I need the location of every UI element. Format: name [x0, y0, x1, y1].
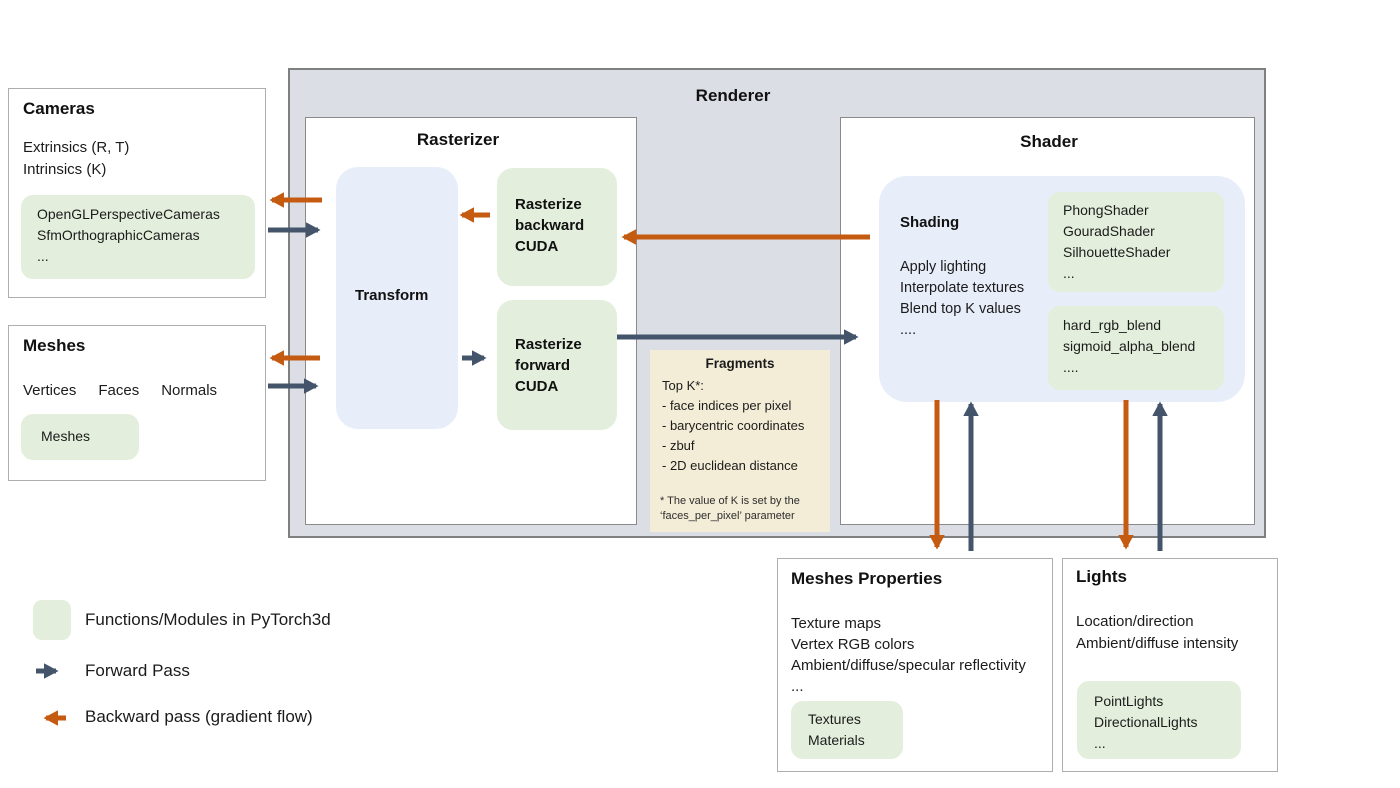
- lights-module-line: DirectionalLights: [1094, 714, 1198, 730]
- lights-line: Location/direction: [1076, 613, 1194, 630]
- meshes-title: Meshes: [23, 336, 86, 355]
- meshes-attr: Faces: [98, 382, 140, 399]
- transform-module: Transform: [336, 167, 458, 429]
- shading-line: Interpolate textures: [900, 280, 1025, 296]
- legend-forward-label: Forward Pass: [85, 661, 190, 680]
- cameras-title: Cameras: [23, 99, 95, 118]
- rasterize-forward-module: Rasterize forward CUDA: [497, 300, 617, 430]
- legend-module-swatch: [33, 600, 71, 640]
- shading-line: Blend top K values: [900, 301, 1021, 317]
- shaders-module-line: ...: [1063, 265, 1075, 281]
- lights-module-line: PointLights: [1094, 693, 1164, 709]
- meshes-properties-module-line: Materials: [808, 732, 865, 748]
- meshes-panel: Meshes Vertices Faces Normals Meshes: [8, 325, 266, 481]
- meshes-properties-line: Vertex RGB colors: [791, 636, 915, 653]
- renderer-title: Renderer: [695, 86, 771, 105]
- lights-title: Lights: [1076, 567, 1127, 586]
- cameras-module-line: ...: [37, 248, 49, 264]
- fragments-line: - 2D euclidean distance: [662, 458, 798, 473]
- shaders-module-line: GouradShader: [1063, 223, 1155, 239]
- fragments-line: Top K*:: [662, 378, 704, 393]
- rasterizer-panel: Rasterizer Transform Rasterize backward …: [305, 117, 637, 525]
- fragments-note: Fragments Top K*: - face indices per pix…: [650, 350, 830, 532]
- lights-line: Ambient/diffuse intensity: [1076, 635, 1239, 652]
- meshes-properties-line: Ambient/diffuse/specular reflectivity: [791, 657, 1026, 674]
- cameras-module-line: OpenGLPerspectiveCameras: [37, 206, 220, 222]
- cameras-module-line: SfmOrthographicCameras: [37, 227, 200, 243]
- rasterizer-title: Rasterizer: [416, 130, 500, 149]
- blend-module-line: ....: [1063, 359, 1079, 375]
- shader-title: Shader: [1020, 132, 1078, 151]
- meshes-properties-line: Texture maps: [791, 615, 882, 632]
- shading-panel: Shading Apply lighting Interpolate textu…: [879, 176, 1245, 402]
- renderer-panel: Renderer Rasterizer Transform Rasterize …: [288, 68, 1266, 538]
- meshes-module-line: Meshes: [41, 428, 91, 444]
- meshes-properties-title: Meshes Properties: [791, 569, 943, 588]
- blend-module: hard_rgb_blend sigmoid_alpha_blend ....: [1048, 306, 1224, 390]
- shaders-module: PhongShader GouradShader SilhouetteShade…: [1048, 192, 1224, 292]
- cameras-module: OpenGLPerspectiveCameras SfmOrthographic…: [21, 195, 255, 279]
- lights-module: PointLights DirectionalLights ...: [1077, 681, 1241, 759]
- blend-module-line: hard_rgb_blend: [1063, 317, 1162, 333]
- legend-backward-label: Backward pass (gradient flow): [85, 707, 313, 726]
- shading-line: ....: [900, 322, 917, 338]
- fragments-footnote: * The value of K is set by the ‘faces_pe…: [660, 495, 800, 522]
- fragments-line: - zbuf: [662, 438, 695, 453]
- lights-module-line: ...: [1094, 735, 1106, 751]
- meshes-properties-panel: Meshes Properties Texture maps Vertex RG…: [777, 558, 1053, 772]
- meshes-properties-line: ...: [791, 678, 804, 695]
- cameras-line: Extrinsics (R, T): [23, 139, 130, 156]
- meshes-module: Meshes: [21, 414, 139, 460]
- cameras-line: Intrinsics (K): [23, 161, 107, 178]
- shader-panel: Shader Shading Apply lighting Interpolat…: [840, 117, 1255, 525]
- rasterize-backward-label: Rasterize backward CUDA: [515, 196, 585, 255]
- fragments-title: Fragments: [705, 356, 775, 371]
- meshes-attr: Vertices: [23, 382, 77, 399]
- blend-module-line: sigmoid_alpha_blend: [1063, 338, 1196, 354]
- fragments-line: - face indices per pixel: [662, 398, 792, 413]
- cameras-panel: Cameras Extrinsics (R, T) Intrinsics (K)…: [8, 88, 266, 298]
- meshes-properties-module-line: Textures: [808, 711, 861, 727]
- lights-panel: Lights Location/direction Ambient/diffus…: [1062, 558, 1278, 772]
- fragments-line: - barycentric coordinates: [662, 418, 805, 433]
- rasterize-backward-module: Rasterize backward CUDA: [497, 168, 617, 286]
- rasterize-forward-label: Rasterize forward CUDA: [515, 336, 582, 395]
- shaders-module-line: PhongShader: [1063, 202, 1149, 218]
- transform-label: Transform: [355, 287, 429, 304]
- meshes-attr: Normals: [161, 382, 218, 399]
- shading-line: Apply lighting: [900, 259, 987, 275]
- shading-title: Shading: [900, 214, 960, 231]
- legend-module-label: Functions/Modules in PyTorch3d: [85, 610, 331, 629]
- shaders-module-line: SilhouetteShader: [1063, 244, 1171, 260]
- meshes-properties-module: Textures Materials: [791, 701, 903, 759]
